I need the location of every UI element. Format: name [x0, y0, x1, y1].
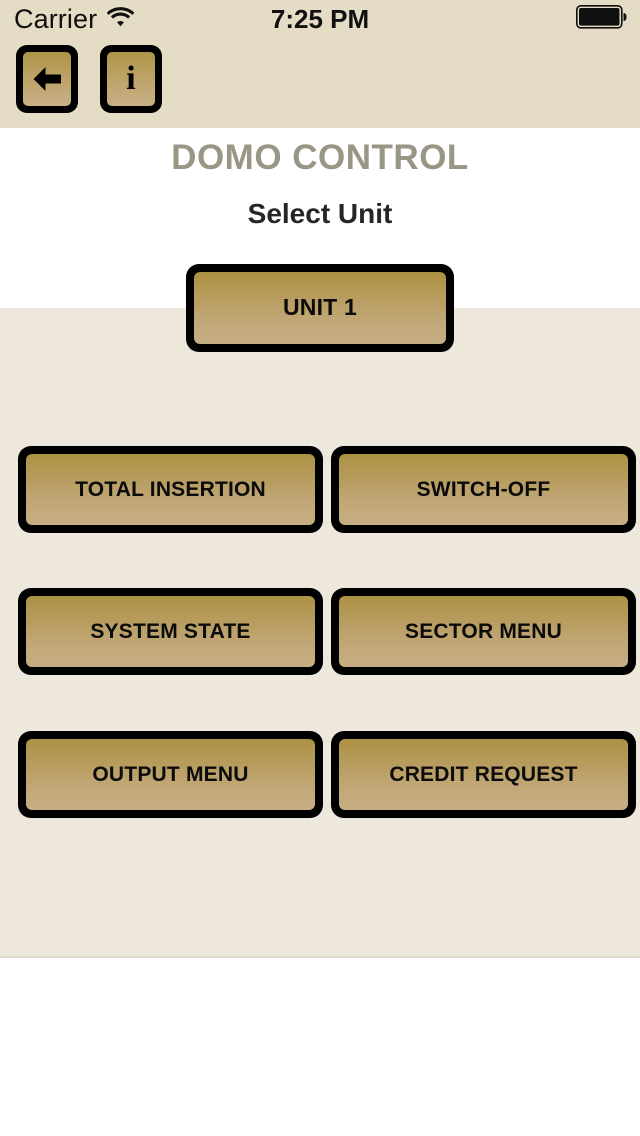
menu-button-face: CREDIT REQUEST: [339, 739, 628, 810]
page-subtitle: Select Unit: [247, 198, 393, 229]
menu-button-credit-request[interactable]: CREDIT REQUEST: [331, 731, 636, 818]
back-button-face: [23, 52, 71, 106]
unit-select-button[interactable]: UNIT 1: [186, 264, 454, 352]
status-bar-left: Carrier: [14, 3, 135, 35]
menu-button-label: CREDIT REQUEST: [389, 762, 578, 786]
menu-button-switch-off[interactable]: SWITCH-OFF: [331, 446, 636, 533]
unit-select-button-label: UNIT 1: [282, 294, 358, 321]
wifi-icon: [106, 6, 135, 32]
back-button[interactable]: [16, 45, 78, 113]
menu-button-label: SYSTEM STATE: [90, 619, 251, 643]
menu-button-sector-menu[interactable]: SECTOR MENU: [331, 588, 636, 675]
page-title: DOMO CONTROL: [171, 138, 469, 177]
menu-button-face: OUTPUT MENU: [26, 739, 315, 810]
menu-button-label: TOTAL INSERTION: [75, 477, 266, 501]
menu-button-face: SYSTEM STATE: [26, 596, 315, 667]
status-bar-time: 7:25 PM: [270, 3, 370, 34]
info-button[interactable]: i: [100, 45, 162, 113]
info-button-face: i: [107, 52, 155, 106]
menu-button-face: SWITCH-OFF: [339, 454, 628, 525]
menu-button-face: TOTAL INSERTION: [26, 454, 315, 525]
unit-select-button-face: UNIT 1: [194, 272, 446, 344]
menu-button-total-insertion[interactable]: TOTAL INSERTION: [18, 446, 323, 533]
menu-button-output-menu[interactable]: OUTPUT MENU: [18, 731, 323, 818]
info-icon: i: [126, 60, 136, 97]
status-bar-right: [576, 4, 628, 34]
menu-button-label: SECTOR MENU: [405, 619, 562, 643]
carrier-label: Carrier: [14, 3, 98, 34]
menu-button-face: SECTOR MENU: [339, 596, 628, 667]
battery-full-icon: [576, 4, 628, 34]
status-bar: Carrier 7:25 PM: [0, 0, 640, 38]
menu-button-system-state[interactable]: SYSTEM STATE: [18, 588, 323, 675]
menu-button-label: SWITCH-OFF: [416, 477, 551, 501]
menu-button-label: OUTPUT MENU: [92, 762, 249, 786]
arrow-left-icon: [30, 64, 64, 94]
nav-bar: i: [0, 38, 640, 128]
